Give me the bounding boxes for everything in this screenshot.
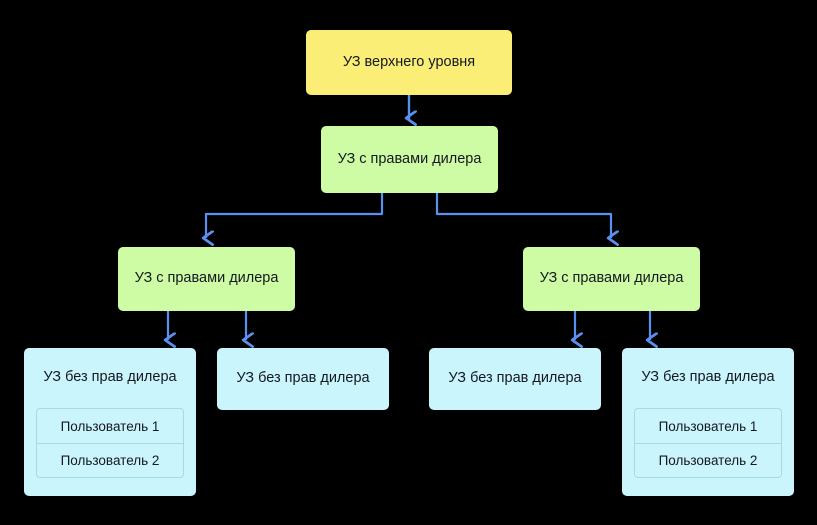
node-leaf-2-label: УЗ без прав дилера [236,370,370,387]
node-root-account[interactable]: УЗ верхнего уровня [306,30,512,95]
node-dealer-right-label: УЗ с правами дилера [539,270,684,287]
node-leaf-2[interactable]: УЗ без прав дилера [217,348,389,410]
node-leaf-3-label: УЗ без прав дилера [448,370,582,387]
user-list-leaf-1: Пользователь 1 Пользователь 2 [36,408,184,479]
node-dealer-left[interactable]: УЗ с правами дилера [118,247,295,311]
list-item[interactable]: Пользователь 2 [635,443,781,477]
node-leaf-1-label: УЗ без прав дилера [43,369,177,385]
node-leaf-4[interactable]: УЗ без прав дилера Пользователь 1 Пользо… [622,348,794,496]
user-list-leaf-4: Пользователь 1 Пользователь 2 [634,408,782,479]
list-item[interactable]: Пользователь 1 [658,418,758,434]
node-dealer-right[interactable]: УЗ с правами дилера [523,247,700,311]
list-item[interactable]: Пользователь 2 [37,443,183,477]
node-dealer-left-label: УЗ с правами дилера [134,270,279,287]
edge-dealer-top-to-dealer-right [435,193,611,238]
node-leaf-3[interactable]: УЗ без прав дилера [429,348,601,410]
list-item[interactable]: Пользователь 1 [60,418,160,434]
edge-dealer-top-to-dealer-left [206,193,384,238]
node-root-account-label: УЗ верхнего уровня [342,53,476,70]
node-leaf-4-label: УЗ без прав дилера [641,369,775,385]
node-leaf-1[interactable]: УЗ без прав дилера Пользователь 1 Пользо… [24,348,196,496]
node-dealer-top[interactable]: УЗ с правами дилера [321,126,498,193]
node-dealer-top-label: УЗ с правами дилера [337,150,482,167]
